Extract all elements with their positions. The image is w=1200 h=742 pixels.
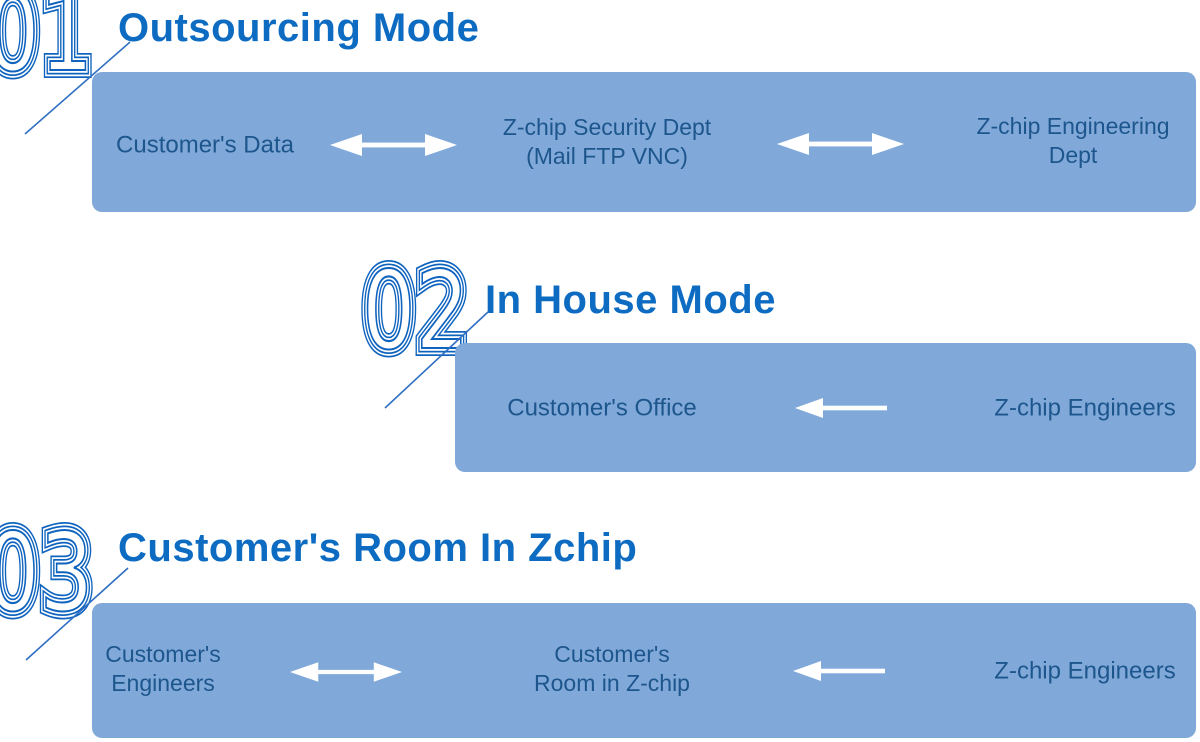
node-label: Customer's (554, 641, 670, 667)
in-house-mode-bar: Customer's Office Z-chip Engineers (455, 343, 1196, 472)
node-label: Z-chip Engineers (994, 394, 1176, 422)
svg-text:01: 01 (0, 0, 93, 96)
node-label: (Mail FTP VNC) (526, 143, 688, 169)
customers-room-bar: Customer's Engineers Customer's Room in … (92, 603, 1196, 738)
section-title-in-house-mode: In House Mode (485, 278, 776, 322)
node-customers-room-in-zchip: Customer's Room in Z-chip (534, 640, 690, 698)
node-customers-engineers: Customer's Engineers (105, 640, 221, 698)
left-arrow-icon (793, 661, 885, 681)
node-label: Engineers (111, 670, 215, 696)
node-zchip-security-dept: Z-chip Security Dept (Mail FTP VNC) (503, 113, 711, 171)
node-label: Customer's (105, 641, 221, 667)
outsourcing-mode-bar: Customer's Data Z-chip Security Dept (Ma… (92, 72, 1196, 212)
double-arrow-icon (290, 662, 402, 682)
section-title-outsourcing-mode: Outsourcing Mode (118, 6, 480, 50)
double-arrow-icon (330, 134, 457, 156)
node-label: Dept (1048, 142, 1098, 168)
node-label: Room in Z-chip (534, 670, 690, 696)
node-label: Z-chip Engineering (976, 113, 1170, 139)
node-zchip-engineering-dept: Z-chip Engineering Dept (976, 112, 1169, 170)
node-customers-data: Customer's Data (116, 131, 294, 160)
node-zchip-engineers: Z-chip Engineers (994, 657, 1175, 686)
left-arrow-icon (795, 398, 887, 418)
node-label: Customer's Data (116, 131, 294, 159)
svg-text:03: 03 (0, 510, 93, 636)
node-customers-office: Customer's Office (507, 394, 697, 423)
section-title-customers-room-in-zchip: Customer's Room In Zchip (118, 526, 638, 570)
node-label: Customer's Office (507, 394, 697, 422)
node-zchip-engineers: Z-chip Engineers (994, 394, 1175, 423)
double-arrow-icon (777, 133, 904, 155)
node-label: Z-chip Engineers (994, 657, 1176, 685)
svg-text:02: 02 (362, 248, 469, 374)
node-label: Z-chip Security Dept (502, 114, 712, 140)
